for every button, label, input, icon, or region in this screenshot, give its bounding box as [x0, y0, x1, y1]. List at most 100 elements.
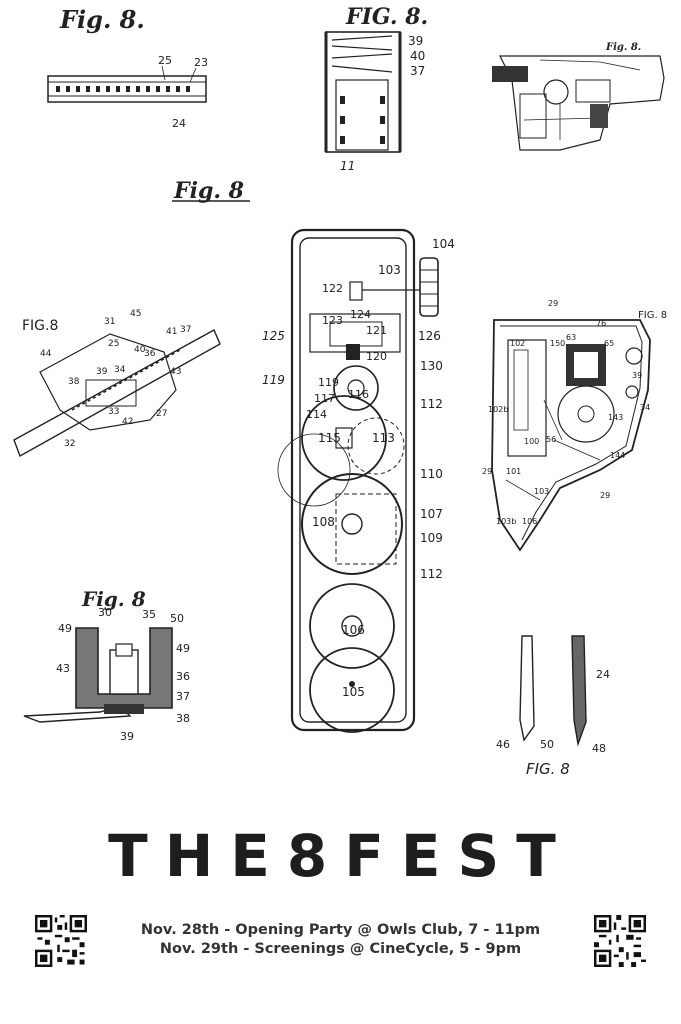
svg-text:122: 122	[322, 282, 343, 295]
figure-caption: Fig. 8.	[59, 5, 145, 34]
svg-text:29: 29	[482, 467, 492, 476]
svg-text:25: 25	[108, 339, 119, 349]
svg-text:50: 50	[540, 738, 554, 751]
figure-caption: Fig. 8	[81, 587, 146, 611]
qr-code-left[interactable]	[35, 915, 87, 967]
svg-text:37: 37	[180, 325, 191, 335]
svg-text:103: 103	[378, 263, 401, 277]
svg-text:103: 103	[534, 487, 549, 496]
svg-text:24: 24	[172, 117, 186, 130]
svg-text:44: 44	[40, 349, 52, 359]
svg-text:117: 117	[314, 392, 335, 405]
svg-text:40: 40	[134, 345, 146, 355]
svg-text:109: 109	[420, 531, 443, 545]
svg-text:37: 37	[176, 690, 190, 703]
svg-text:23: 23	[194, 56, 208, 69]
svg-text:104: 104	[432, 237, 455, 251]
svg-text:50: 50	[170, 612, 184, 625]
svg-text:107: 107	[420, 507, 443, 521]
svg-text:38: 38	[176, 712, 190, 725]
svg-text:36: 36	[144, 349, 156, 359]
svg-text:49: 49	[176, 642, 190, 655]
svg-text:36: 36	[176, 670, 190, 683]
svg-text:76: 76	[596, 319, 606, 328]
figure-caption: FIG.8	[22, 318, 58, 334]
svg-text:37: 37	[410, 64, 425, 78]
svg-text:102b: 102b	[488, 405, 508, 414]
svg-text:103b: 103b	[496, 517, 516, 526]
svg-text:115: 115	[318, 431, 341, 445]
svg-text:29: 29	[548, 299, 558, 308]
svg-text:119: 119	[262, 373, 285, 387]
svg-text:31: 31	[104, 317, 115, 327]
svg-text:126: 126	[418, 329, 441, 343]
svg-text:42: 42	[122, 417, 133, 427]
svg-text:41: 41	[166, 327, 177, 337]
svg-text:106: 106	[522, 517, 537, 526]
svg-text:125: 125	[262, 329, 285, 343]
svg-text:39: 39	[96, 367, 108, 377]
svg-text:110: 110	[420, 467, 443, 481]
svg-text:143: 143	[608, 413, 623, 422]
svg-text:30: 30	[98, 606, 112, 619]
svg-text:49: 49	[58, 622, 72, 635]
svg-text:45: 45	[130, 309, 141, 319]
svg-text:27: 27	[156, 409, 167, 419]
svg-text:101: 101	[506, 467, 521, 476]
svg-text:40: 40	[410, 49, 425, 63]
svg-text:144: 144	[610, 451, 625, 460]
figure-caption: Fig. 8.	[605, 42, 641, 53]
svg-text:108: 108	[312, 515, 335, 529]
svg-text:48: 48	[592, 742, 606, 755]
svg-text:39: 39	[120, 730, 134, 743]
svg-text:150: 150	[550, 339, 565, 348]
svg-text:35: 35	[142, 608, 156, 621]
svg-text:11: 11	[340, 159, 355, 173]
figure-caption: FIG. 8.	[345, 4, 428, 30]
svg-text:100: 100	[524, 437, 539, 446]
svg-text:119: 119	[318, 376, 339, 389]
svg-text:65: 65	[604, 339, 614, 348]
svg-text:43: 43	[170, 367, 181, 377]
svg-text:112: 112	[420, 397, 443, 411]
svg-text:34: 34	[640, 403, 650, 412]
svg-text:38: 38	[68, 377, 80, 387]
svg-text:39: 39	[408, 34, 423, 48]
figure-caption: Fig. 8	[173, 178, 244, 204]
figure-caption: FIG. 8	[638, 310, 667, 321]
poster-title: THE8FEST	[108, 822, 573, 890]
svg-text:120: 120	[366, 350, 387, 363]
svg-text:102: 102	[510, 339, 525, 348]
svg-text:63: 63	[566, 333, 576, 342]
svg-text:46: 46	[496, 738, 510, 751]
qr-code-right[interactable]	[594, 915, 646, 967]
event-line-screenings: Nov. 29th - Screenings @ CineCycle, 5 - …	[159, 941, 522, 957]
svg-text:124: 124	[350, 308, 371, 321]
svg-text:33: 33	[108, 407, 119, 417]
svg-text:56: 56	[546, 435, 556, 444]
svg-text:123: 123	[322, 314, 343, 327]
event-schedule: Nov. 28th - Opening Party @ Owls Club, 7…	[110, 921, 571, 959]
figure-caption: FIG. 8	[526, 760, 570, 778]
svg-text:114: 114	[306, 408, 327, 421]
svg-text:106: 106	[342, 623, 365, 637]
svg-text:24: 24	[596, 668, 610, 681]
svg-text:116: 116	[348, 388, 369, 401]
svg-text:32: 32	[64, 439, 75, 449]
svg-text:112: 112	[420, 567, 443, 581]
svg-text:29: 29	[600, 491, 610, 500]
svg-text:34: 34	[114, 365, 126, 375]
svg-text:43: 43	[56, 662, 70, 675]
svg-text:113: 113	[372, 431, 395, 445]
event-line-opening-party: Nov. 28th - Opening Party @ Owls Club, 7…	[140, 922, 541, 938]
svg-text:105: 105	[342, 685, 365, 699]
svg-text:39: 39	[632, 371, 642, 380]
